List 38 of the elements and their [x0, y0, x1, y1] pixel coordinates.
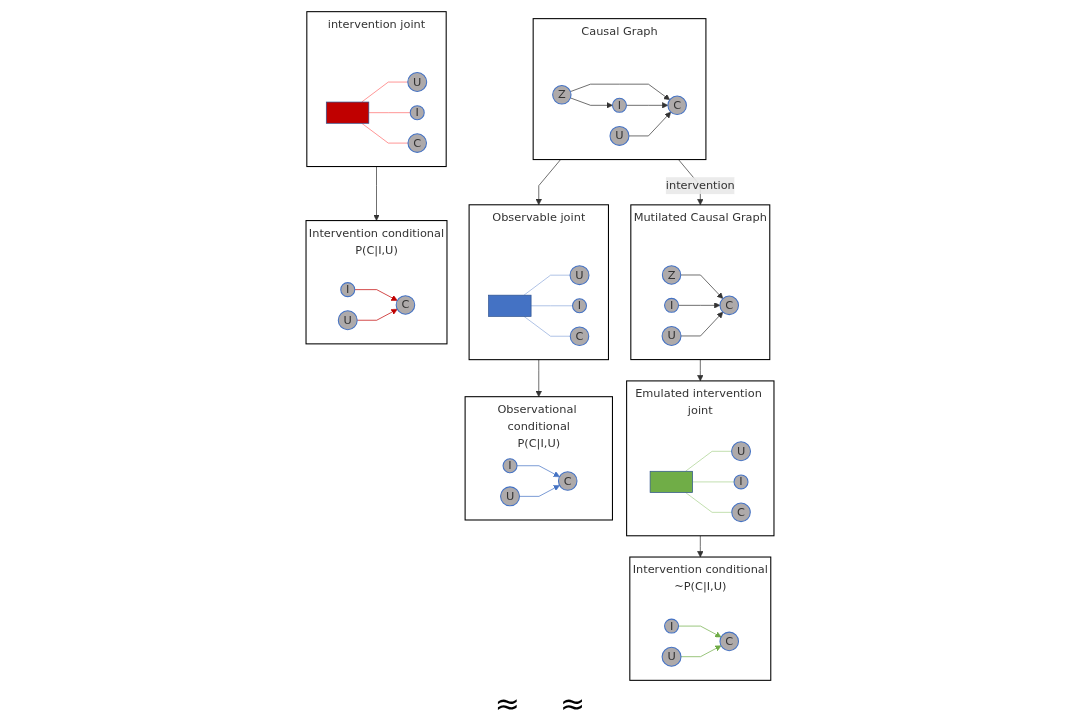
edge-label: intervention [665, 178, 735, 193]
connector [368, 112, 411, 114]
node-circle: C [557, 471, 578, 491]
node-circle: I [664, 618, 680, 634]
node-circle: Z [661, 265, 682, 285]
node-circle: C [731, 502, 751, 523]
node-circle: I [664, 297, 680, 313]
node-circle: I [572, 298, 588, 314]
node-circle: U [661, 646, 682, 667]
approx-symbol: ≈ [494, 686, 520, 721]
node-circle: Z [552, 85, 572, 105]
node-circle: U [731, 441, 752, 462]
connector [692, 481, 735, 483]
node-circle: I [611, 97, 627, 113]
node-circle: C [719, 631, 740, 652]
node-circle: I [340, 282, 356, 298]
node-circle: C [407, 133, 428, 153]
node-circle: U [500, 486, 520, 507]
node-circle: C [569, 326, 590, 346]
node-circle: U [661, 325, 682, 346]
node-box [325, 101, 370, 124]
connector [523, 316, 571, 337]
connector [523, 274, 571, 296]
node-circle: C [667, 95, 687, 116]
node-box [488, 294, 532, 317]
node-circle: U [337, 310, 358, 331]
node-circle: U [609, 125, 630, 146]
node-circle: U [407, 72, 428, 93]
connector [530, 305, 573, 307]
approx-symbol: ≈ [560, 686, 586, 721]
connector [685, 450, 732, 472]
node-box [649, 470, 693, 493]
node-circle: U [569, 265, 590, 286]
node-circle: C [395, 295, 416, 315]
node-circle: I [502, 458, 518, 474]
node-circle: C [719, 295, 740, 316]
node-circle: I [733, 474, 749, 490]
node-circle: I [409, 105, 425, 121]
